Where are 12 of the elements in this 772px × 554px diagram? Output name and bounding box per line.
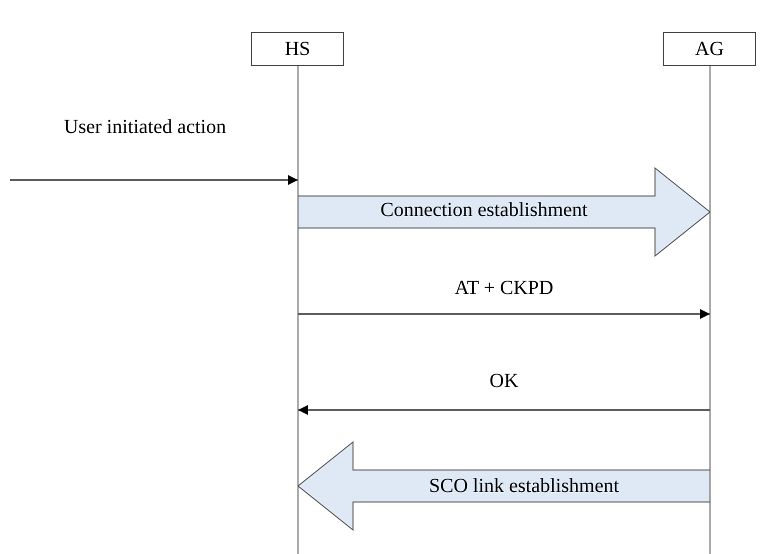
message-label: SCO link establishment: [429, 475, 619, 497]
participant-box: HS: [251, 32, 344, 66]
message-label: User initiated action: [64, 116, 226, 138]
arrow: [298, 309, 710, 319]
arrow: [298, 405, 710, 415]
message-label: Connection establishment: [380, 199, 588, 221]
participant-box: AG: [663, 32, 756, 66]
block-arrow: [297, 440, 710, 532]
message-label: AT + CKPD: [454, 277, 554, 299]
arrow: [10, 175, 298, 185]
message-label: OK: [490, 370, 518, 392]
block-arrow: [298, 166, 711, 258]
